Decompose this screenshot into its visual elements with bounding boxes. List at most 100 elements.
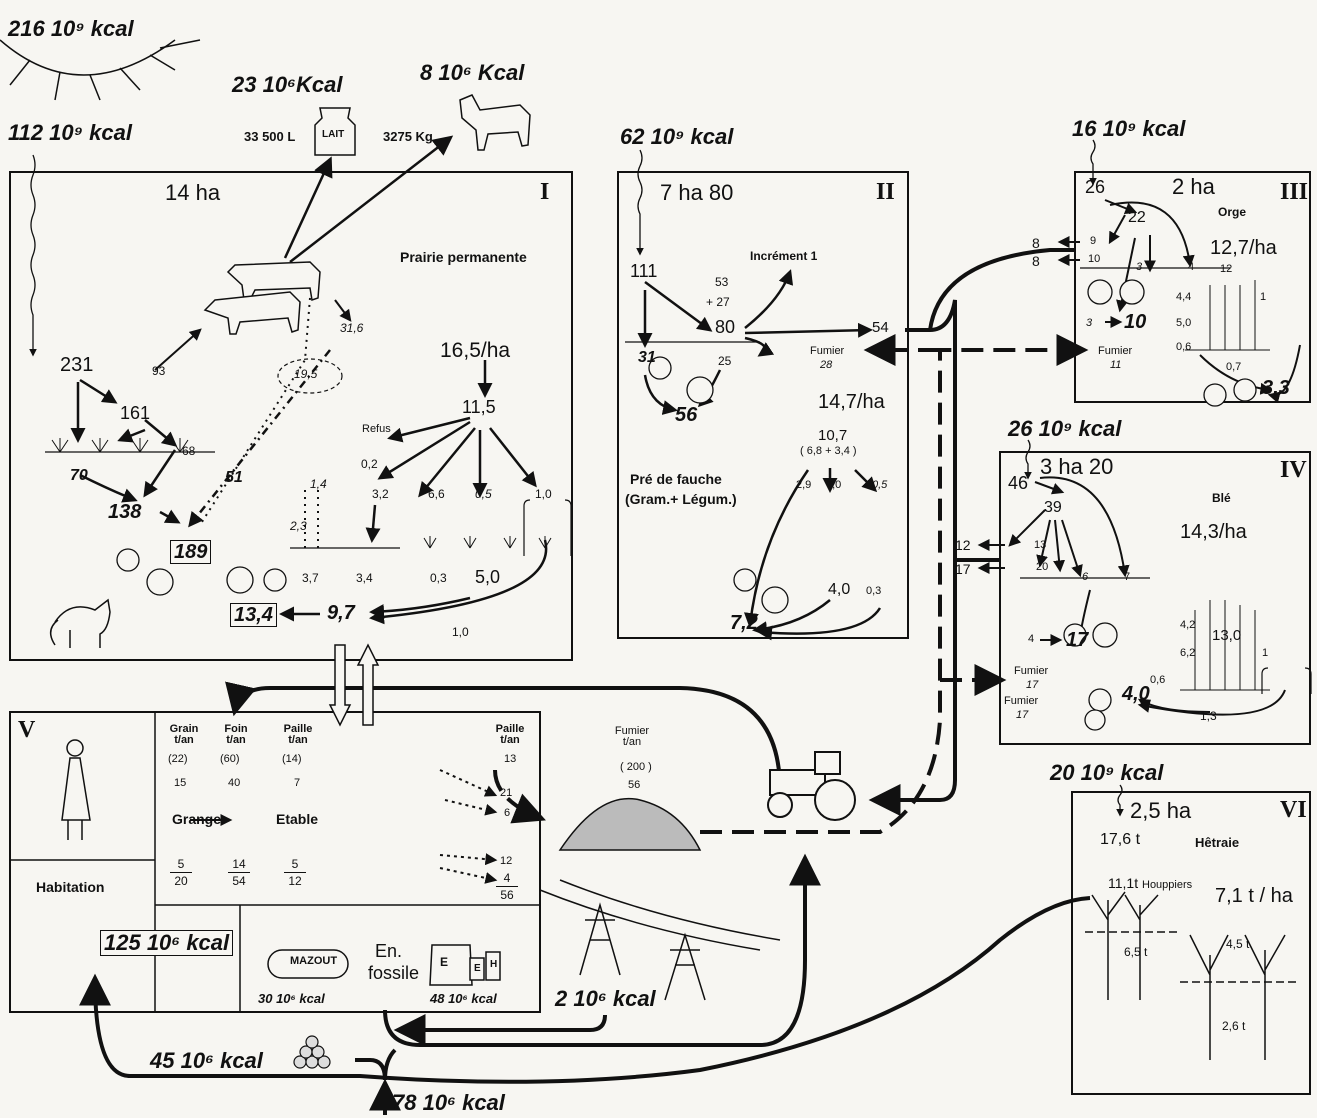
box-III-v0-7: 0,7: [1226, 362, 1241, 373]
box-II-v2-9: 2,9: [796, 480, 811, 491]
box-IV-v4: 4: [1028, 634, 1034, 645]
box-V-foin: 40: [228, 778, 240, 789]
box-IV-v13-0: 13,0: [1212, 628, 1241, 643]
box-III-v1: 1: [1260, 292, 1266, 303]
box-II-fumier: Fumier: [810, 346, 844, 357]
box-V-habitation: Habitation: [36, 880, 104, 894]
box-I-v70: 70: [70, 468, 88, 484]
box-V-header-grain: Grain t/an: [166, 724, 202, 746]
box-I-v5-0: 5,0: [475, 568, 500, 586]
box-II-meadow-1: Pré de fauche: [630, 472, 722, 486]
box-II-v31: 31: [638, 350, 656, 366]
box-II-v10-7: 10,7: [818, 428, 847, 443]
box-V-paille-2-val: 13: [504, 754, 516, 765]
box-III-v3b: 3: [1086, 318, 1092, 329]
box-III-area: 2 ha: [1172, 176, 1215, 198]
box-I-v3-7: 3,7: [302, 572, 319, 584]
box-II-v80: 80: [715, 318, 735, 336]
box-I-v1-4: 1,4: [310, 478, 327, 490]
box-VI-title: Hêtraie: [1195, 836, 1239, 849]
box-III-fumier: Fumier: [1098, 346, 1132, 357]
box-V-total-paille: (14): [282, 754, 302, 765]
solar-input-II: 62 10⁹ kcal: [620, 126, 733, 148]
box-IV-area: 3 ha 20: [1040, 456, 1113, 478]
fox-icon: [51, 600, 110, 648]
box-V-total-foin: (60): [220, 754, 240, 765]
wood-energy: 45 10⁶ kcal: [150, 1050, 263, 1072]
milk-can-label: LAIT: [322, 130, 344, 140]
box-I-v19-5: 19,5: [294, 368, 317, 380]
box-IV-v4-2: 4,2: [1180, 620, 1195, 631]
box-II-area: 7 ha 80: [660, 182, 733, 204]
box-II-v7-2: 7,2: [730, 613, 758, 633]
farmer-icon: [62, 740, 90, 840]
box-IV-v6-2: 6,2: [1180, 648, 1195, 659]
solar-input-IV: 26 10⁹ kcal: [1008, 418, 1121, 440]
box-III-rate: 12,7/ha: [1210, 238, 1277, 258]
box-II-v54: 54: [872, 320, 889, 335]
box-V-v12: 12: [500, 856, 512, 867]
box-II-v27: + 27: [706, 296, 730, 308]
box-V-v21: 21: [500, 788, 512, 799]
box-II-v4-0: 4,0: [828, 582, 850, 598]
solar-input-III: 16 10⁹ kcal: [1072, 118, 1185, 140]
fossil-label-1: En.: [375, 942, 402, 960]
box-I-roman: I: [540, 180, 549, 204]
box-V-frac-foin: 1454: [228, 856, 250, 889]
solar-total-label: 216 10⁹ kcal: [8, 18, 134, 40]
box-IV-crop: Blé: [1212, 492, 1231, 504]
box-V-total-grain: (22): [168, 754, 188, 765]
box-III-v12: 12: [1220, 264, 1232, 275]
box-I-area: 14 ha: [165, 182, 220, 204]
box-V-v6: 6: [504, 808, 510, 819]
box-I-v0-3: 0,3: [430, 572, 447, 584]
box-VI-area: 2,5 ha: [1130, 800, 1191, 822]
meat-quantity-label: 3275 Kg: [383, 130, 433, 143]
habitation-energy: 125 10⁶ kcal: [100, 930, 233, 956]
box-I-v9-7: 9,7: [327, 603, 355, 623]
box-I-v161: 161: [120, 404, 150, 422]
box-III-crop: Orge: [1218, 206, 1246, 218]
fert-letter-2: E: [474, 964, 481, 974]
box-III-v3: 3: [1136, 262, 1142, 273]
box-III-v4-4: 4,4: [1176, 292, 1191, 303]
box-I-title: Prairie permanente: [400, 250, 527, 264]
box-III-v8b: 8: [1032, 254, 1040, 268]
box-V-header-foin: Foin t/an: [218, 724, 254, 746]
pylon-icon: [540, 880, 780, 1000]
fertilizer-energy: 48 10⁶ kcal: [430, 992, 497, 1005]
box-II-v-split: ( 6,8 + 3,4 ): [800, 446, 857, 457]
box-IV-fumier-a: Fumier: [1014, 666, 1048, 677]
box-V-grange: Grange: [172, 812, 221, 826]
box-VI-v3: 2,6 t: [1222, 1020, 1245, 1032]
box-III-v10b: 10: [1124, 312, 1146, 332]
mazout-label: MAZOUT: [290, 956, 337, 967]
box-II-increment: Incrément 1: [750, 250, 817, 262]
box-IV-v39: 39: [1044, 500, 1062, 516]
fert-letter-3: H: [490, 960, 497, 970]
fossil-label-2: fossile: [368, 964, 419, 982]
box-II-v25: 25: [718, 355, 731, 367]
box-IV-v12: 12: [955, 538, 971, 552]
box-III-fumier-val: 11: [1110, 360, 1121, 371]
box-VI-v2: 4,5 t: [1226, 938, 1249, 950]
box-I-refus: Refus: [362, 424, 391, 435]
box-IV-v17b: 17: [1066, 630, 1088, 650]
woodpile-icon: [294, 1036, 330, 1068]
box-I-v3-4: 3,4: [356, 572, 373, 584]
box-V-etable: Etable: [276, 812, 318, 826]
box-IV-v1: 1: [1262, 648, 1268, 659]
box-II-v7-0: 7,0: [826, 480, 841, 491]
solar-input-I: 112 10⁹ kcal: [8, 122, 132, 144]
box-III-v26: 26: [1085, 178, 1105, 196]
box-IV-v13: 13: [1034, 540, 1046, 551]
box-V-header-paille: Paille t/an: [276, 724, 320, 746]
milk-quantity-label: 33 500 L: [244, 130, 295, 143]
box-III-v3-3: 3,3: [1262, 378, 1290, 398]
box-I-v1-0b: 1,0: [452, 626, 469, 638]
box-III-v10: 10: [1088, 254, 1100, 265]
box-I-v6-6: 6,6: [428, 488, 445, 500]
